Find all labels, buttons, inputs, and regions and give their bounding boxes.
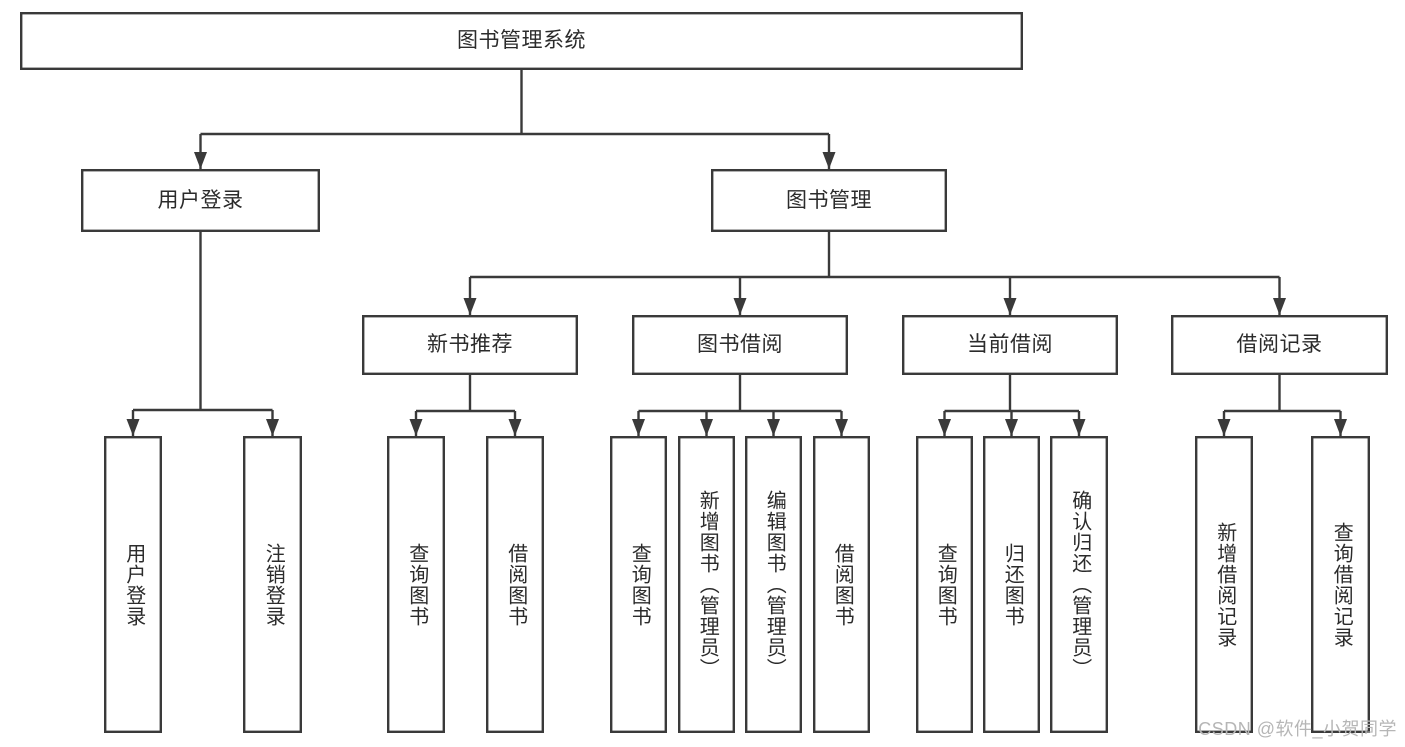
- watermark-label: CSDN @软件_小贺同学: [1198, 719, 1397, 739]
- node-box-leaf-user-login: [103, 436, 162, 734]
- node-leaf-add-book[interactable]: [678, 436, 735, 733]
- arrow-head-icon: [126, 419, 140, 436]
- node-user-login[interactable]: [81, 169, 320, 232]
- node-box-new-book-recommend: [362, 315, 579, 376]
- arrow-head-icon: [1273, 298, 1286, 315]
- node-leaf-user-logout[interactable]: [243, 436, 302, 733]
- node-box-book-manage: [711, 168, 948, 232]
- node-box-root: [20, 11, 1023, 70]
- node-box-book-borrow: [632, 315, 849, 376]
- node-new-book-recommend[interactable]: [362, 315, 578, 375]
- arrow-head-icon: [1217, 419, 1231, 436]
- node-leaf-borrow-book-1[interactable]: [486, 436, 544, 733]
- arrow-head-icon: [938, 419, 951, 436]
- node-box-leaf-query-book-3: [916, 436, 974, 734]
- arrow-head-icon: [700, 419, 713, 436]
- arrow-head-icon: [266, 419, 279, 436]
- node-box-leaf-edit-book: [745, 436, 803, 734]
- arrow-head-icon: [632, 419, 645, 436]
- node-leaf-return-book[interactable]: [983, 436, 1040, 733]
- arrow-head-icon: [835, 419, 848, 436]
- node-borrow-record[interactable]: [1171, 315, 1388, 375]
- node-book-manage[interactable]: [711, 169, 947, 232]
- node-box-leaf-add-book: [678, 436, 736, 734]
- node-leaf-confirm-return[interactable]: [1050, 436, 1108, 733]
- node-box-user-login: [80, 168, 321, 232]
- node-box-leaf-query-book-2: [610, 436, 668, 734]
- node-current-borrow[interactable]: [902, 315, 1118, 375]
- arrow-head-icon: [1334, 419, 1347, 436]
- node-leaf-borrow-book-2[interactable]: [813, 436, 870, 733]
- arrow-head-icon: [1003, 298, 1017, 315]
- arrow-head-icon: [409, 419, 423, 436]
- arrow-head-icon: [1072, 419, 1086, 436]
- node-leaf-add-record[interactable]: [1195, 436, 1253, 733]
- arrow-head-icon: [508, 419, 522, 436]
- arrow-head-icon: [733, 298, 747, 315]
- node-root[interactable]: [20, 12, 1023, 70]
- node-leaf-user-login[interactable]: [104, 436, 162, 733]
- node-box-borrow-record: [1170, 315, 1388, 376]
- node-box-leaf-return-book: [983, 436, 1041, 734]
- arrow-head-icon: [822, 152, 836, 169]
- arrow-head-icon: [1005, 419, 1018, 436]
- node-leaf-query-book-2[interactable]: [610, 436, 667, 733]
- node-box-leaf-add-record: [1194, 436, 1253, 734]
- node-box-leaf-borrow-book-1: [486, 436, 545, 734]
- node-box-leaf-user-logout: [242, 436, 302, 734]
- node-box-leaf-borrow-book-2: [813, 436, 871, 734]
- node-box-current-borrow: [902, 315, 1119, 376]
- node-book-borrow[interactable]: [632, 315, 848, 375]
- arrow-head-icon: [767, 419, 780, 436]
- node-box-leaf-confirm-return: [1049, 436, 1108, 734]
- arrow-head-icon: [463, 298, 477, 315]
- arrow-head-icon: [194, 152, 207, 169]
- node-leaf-query-record[interactable]: [1311, 436, 1370, 733]
- node-leaf-query-book-1[interactable]: [387, 436, 445, 733]
- node-leaf-edit-book[interactable]: [745, 436, 802, 733]
- node-box-leaf-query-book-1: [387, 436, 446, 734]
- node-leaf-query-book-3[interactable]: [916, 436, 973, 733]
- node-box-leaf-query-record: [1310, 436, 1370, 734]
